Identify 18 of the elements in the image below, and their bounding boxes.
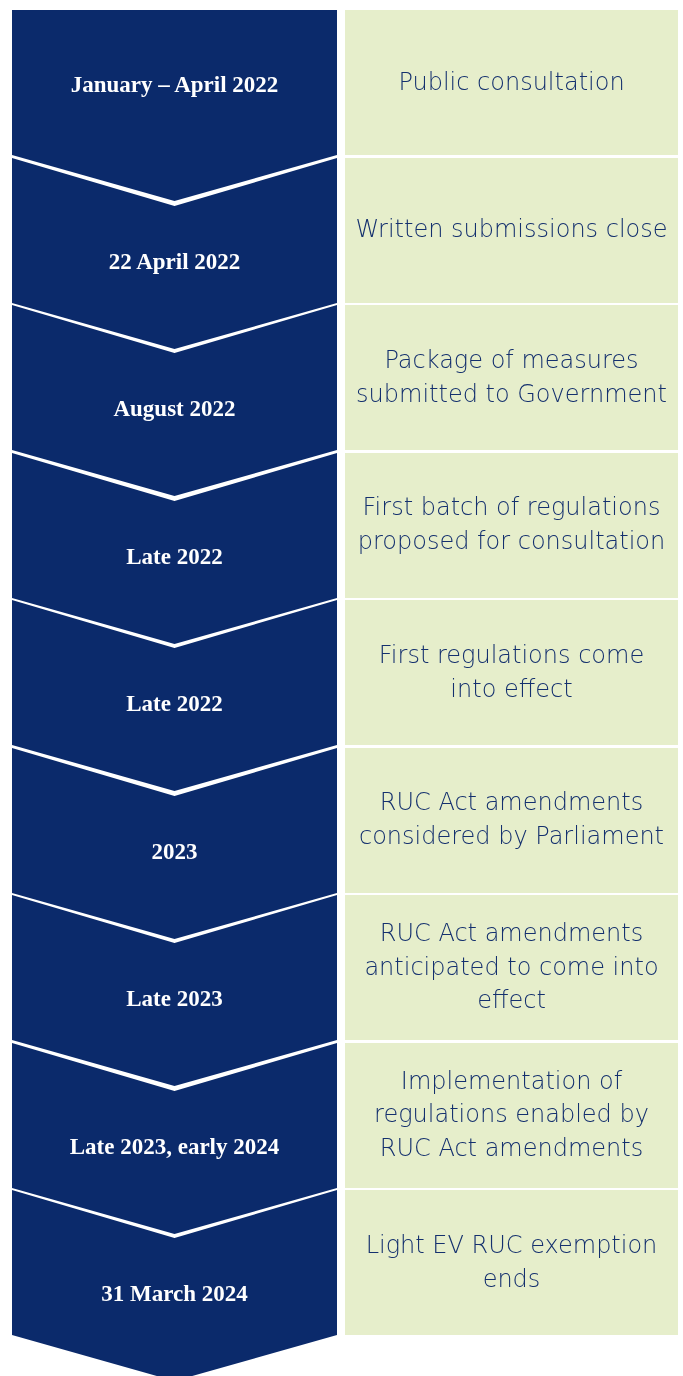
milestone-box: Implementation of regulations enabled by RUC Act amendments	[345, 1042, 678, 1188]
date-label: Late 2022	[126, 690, 223, 719]
date-label: Late 2023, early 2024	[69, 1132, 280, 1161]
date-label: 31 March 2024	[101, 1280, 248, 1309]
milestone-box: Light EV RUC exemption ends	[345, 1190, 678, 1335]
date-label: Late 2023	[126, 985, 223, 1014]
date-label: 2023	[151, 837, 198, 866]
milestone-box: Package of measures submitted to Government	[345, 305, 678, 450]
date-label: 22 April 2022	[108, 247, 241, 276]
milestone-box: First regulations come into effect	[345, 600, 678, 745]
milestone-box: Public consultation	[345, 10, 678, 155]
milestone-box: First batch of regulations proposed for consultation	[345, 452, 678, 598]
milestone-box: Written submissions close	[345, 157, 678, 303]
date-label: January – April 2022	[70, 71, 279, 100]
date-label: August 2022	[113, 395, 236, 424]
date-label: Late 2022	[126, 542, 223, 571]
milestone-box: RUC Act amendments considered by Parliament	[345, 747, 678, 893]
milestone-box: RUC Act amendments anticipated to come into effect	[345, 895, 678, 1040]
